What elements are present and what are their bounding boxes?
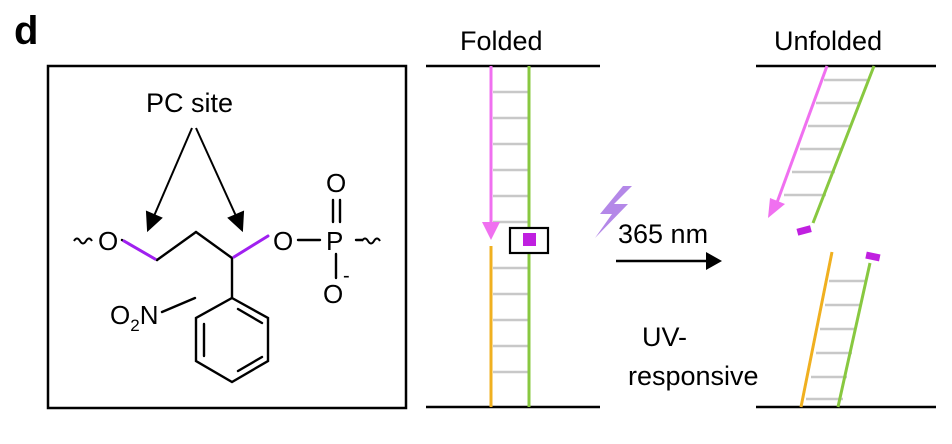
transition-arrowhead (706, 252, 722, 270)
wavy-bond-left (73, 237, 93, 245)
unfolded-panel: Unfolded (756, 26, 936, 409)
folded-title: Folded (460, 26, 543, 56)
folded-rungs (493, 90, 528, 374)
uv-responsive-line1: UV- (642, 322, 687, 352)
folded-magenta-arrowhead (482, 222, 500, 240)
lightning-icon (595, 186, 632, 238)
upper-magenta-arrowhead (768, 198, 785, 218)
nitro-group: O2N (110, 300, 158, 335)
cleaved-end-upper (796, 225, 812, 236)
upper-magenta-strand (773, 65, 829, 209)
atom-o-top: O (326, 168, 346, 198)
wavy-bond-right (361, 237, 381, 245)
upper-duplex-rungs (784, 78, 867, 197)
atom-o-bottom: O (323, 279, 343, 309)
lower-green-strand (836, 262, 872, 408)
atom-o-left: O (98, 226, 118, 256)
structure-frame (46, 64, 408, 410)
pc-site-marker (523, 233, 536, 246)
transition: 365 nm UV- responsive (595, 186, 759, 391)
upper-green-strand (811, 65, 876, 224)
nitro-o: O (110, 300, 130, 330)
panel-label: d (14, 9, 38, 53)
atom-p: P (326, 226, 343, 256)
structure-bonds (120, 198, 364, 384)
lower-yellow-strand (799, 251, 834, 408)
chemical-structure-panel: PC site O O P O O - O2N (46, 64, 408, 410)
pc-site-label: PC site (146, 88, 233, 118)
wavelength-label: 365 nm (618, 219, 708, 249)
nitro-subscript: 2 (130, 316, 139, 335)
charge-minus: - (343, 265, 350, 287)
atom-o-right: O (273, 226, 293, 256)
folded-panel: Folded (426, 26, 600, 409)
pc-site-bonds (122, 234, 270, 261)
cleaved-end-lower (865, 251, 881, 262)
uv-responsive-line2: responsive (628, 361, 759, 391)
lower-duplex-rungs (806, 279, 865, 401)
nitro-n: N (140, 300, 159, 330)
pc-site-arrows (145, 127, 245, 233)
unfolded-title: Unfolded (774, 26, 882, 56)
